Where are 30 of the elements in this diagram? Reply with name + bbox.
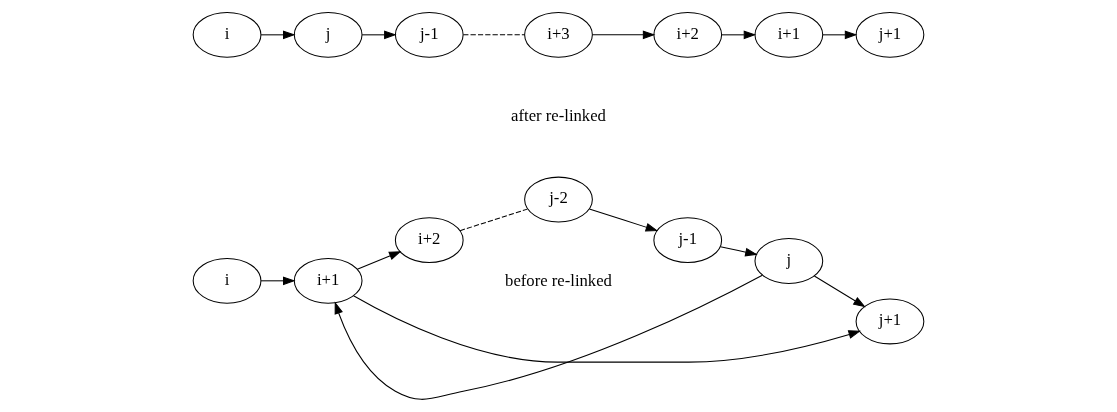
label: before re-linked [505,270,612,290]
arrow [719,246,758,257]
connector [462,34,526,36]
connector [459,208,528,232]
node-ellipse: i [192,11,262,58]
node-ellipse: i+2 [653,11,723,58]
node-ellipse: j-2 [524,176,593,223]
arrow [260,30,296,40]
arrow [334,274,763,400]
node-ellipse: j [293,11,363,58]
arrow [353,295,861,363]
arrow [813,275,866,308]
arrow [721,30,757,40]
node-ellipse: i+2 [394,217,464,264]
arrow [361,30,397,40]
node-ellipse: i [192,257,262,304]
arrow [588,208,659,232]
arrow [356,251,402,270]
node-ellipse: j+1 [855,11,925,58]
node-ellipse: i+3 [524,11,593,58]
node-ellipse: i+1 [754,11,824,58]
node-ellipse: j+1 [855,298,925,345]
arrow [260,276,296,286]
node-ellipse: j-1 [394,11,464,58]
arrow [822,30,858,40]
node-ellipse: j-1 [653,217,723,264]
arrow [592,30,656,40]
label: after re-linked [511,106,606,126]
node-ellipse: j [754,238,824,284]
node-ellipse: i+1 [293,257,363,304]
